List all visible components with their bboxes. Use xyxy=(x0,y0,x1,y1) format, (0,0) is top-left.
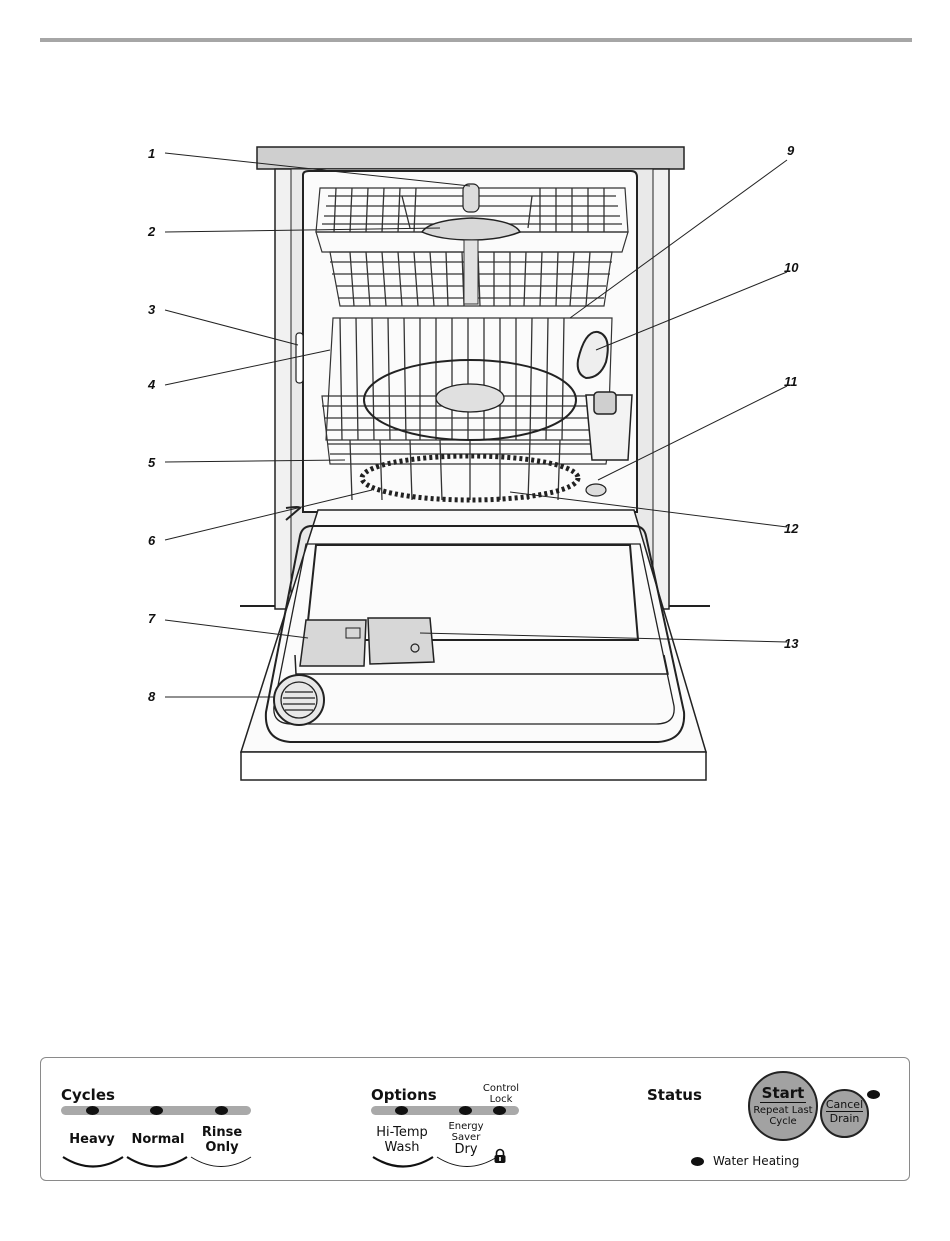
callout-2: 2 xyxy=(147,224,156,239)
callout-1: 1 xyxy=(148,146,155,161)
energy-saver-dry-button[interactable]: Energy Saver Dry xyxy=(436,1122,496,1158)
door-latch xyxy=(296,333,303,383)
wash-hub xyxy=(436,384,504,412)
drain-label: Drain xyxy=(822,1112,867,1125)
cycles-title: Cycles xyxy=(61,1086,115,1104)
normal-label: Normal xyxy=(125,1133,191,1148)
callout-3: 3 xyxy=(148,302,156,317)
hi-temp-wash-led xyxy=(395,1106,408,1115)
start-sub-1: Repeat Last xyxy=(750,1105,816,1116)
callout-6: 6 xyxy=(148,533,156,548)
countertop xyxy=(257,147,684,169)
callout-4: 4 xyxy=(147,377,156,392)
options-title: Options xyxy=(371,1086,437,1104)
spray-tube xyxy=(464,240,478,304)
water-heating-label: Water Heating xyxy=(713,1154,799,1168)
cancel-drain-led xyxy=(867,1090,880,1099)
dishwasher-diagram: 1 2 3 4 5 6 7 8 9 10 11 12 13 xyxy=(0,0,950,800)
heavy-label: Heavy xyxy=(59,1133,125,1148)
callout-13: 13 xyxy=(784,636,799,651)
callout-7: 7 xyxy=(148,611,156,626)
hi-temp-wash-button[interactable]: Hi-Temp Wash xyxy=(369,1126,435,1156)
cycles-button-arcs xyxy=(61,1154,261,1172)
normal-button[interactable]: Normal xyxy=(125,1133,191,1148)
lock-icon xyxy=(493,1148,507,1164)
cancel-label: Cancel xyxy=(826,1098,863,1112)
start-sub-2: Cycle xyxy=(750,1116,816,1127)
callout-11: 11 xyxy=(784,374,798,389)
rinse-only-led xyxy=(215,1106,228,1115)
upper-spray-nozzle xyxy=(463,184,479,212)
control-lock-line1: Control xyxy=(477,1083,525,1094)
vent xyxy=(274,675,324,725)
start-label: Start xyxy=(760,1084,807,1103)
rinse-only-label-1: Rinse xyxy=(189,1126,255,1141)
energy-saver-dry-led xyxy=(459,1106,472,1115)
control-panel: Cycles Heavy Normal Rinse Only Options C… xyxy=(40,1057,910,1181)
status-title: Status xyxy=(647,1086,702,1104)
heavy-button[interactable]: Heavy xyxy=(59,1133,125,1148)
control-lock-line2: Lock xyxy=(477,1094,525,1105)
cancel-drain-button[interactable]: Cancel Drain xyxy=(820,1089,869,1138)
energy-saver-line1: Energy xyxy=(436,1122,496,1133)
water-heating-led xyxy=(691,1157,704,1166)
callout-12: 12 xyxy=(784,521,799,536)
callout-8: 8 xyxy=(148,689,156,704)
hi-temp-label-1: Hi-Temp xyxy=(369,1126,435,1141)
callout-9: 9 xyxy=(787,143,795,158)
heavy-led xyxy=(86,1106,99,1115)
callout-5: 5 xyxy=(148,455,156,470)
start-button[interactable]: Start Repeat Last Cycle xyxy=(748,1071,818,1141)
control-lock-led xyxy=(493,1106,506,1115)
control-lock-label: Control Lock xyxy=(477,1083,525,1105)
normal-led xyxy=(150,1106,163,1115)
callout-10: 10 xyxy=(784,260,799,275)
rinse-only-button[interactable]: Rinse Only xyxy=(189,1126,255,1156)
options-button-arcs xyxy=(371,1154,511,1172)
